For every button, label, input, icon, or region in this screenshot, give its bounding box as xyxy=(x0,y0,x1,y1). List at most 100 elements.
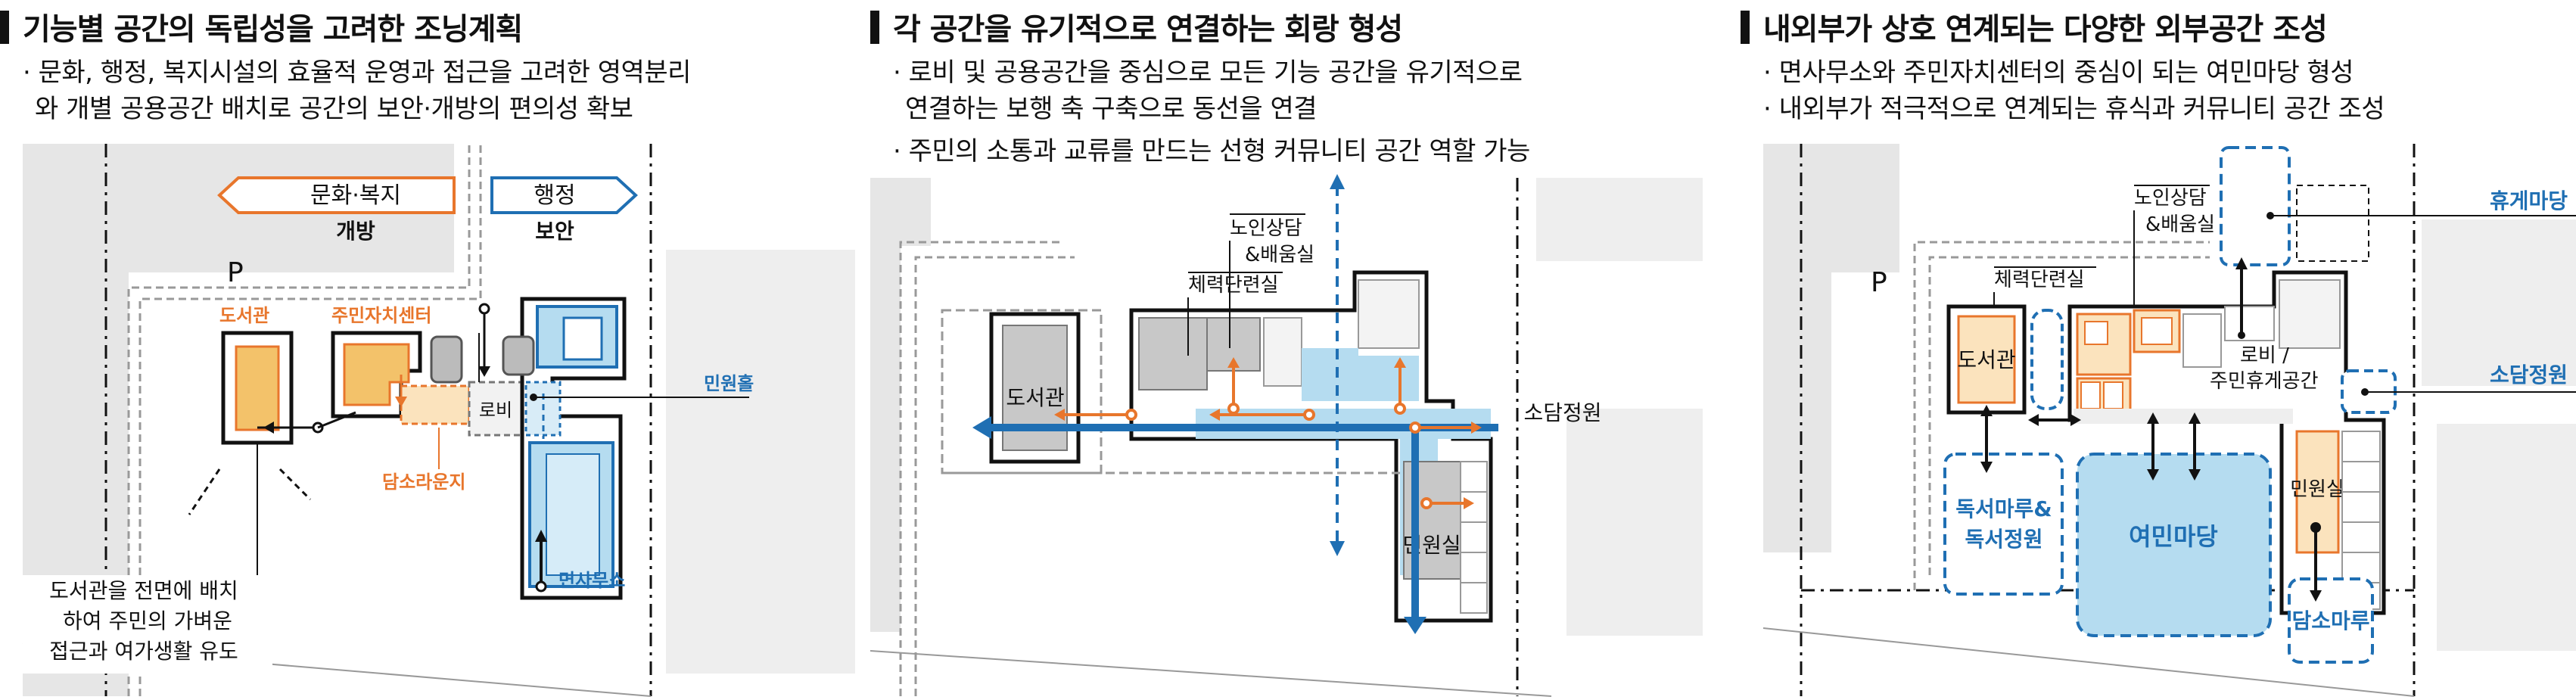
open-zone-sublabel: 개방 xyxy=(336,219,375,244)
arrow-head-icon xyxy=(395,397,407,407)
connection-arrows xyxy=(1980,257,2322,602)
road-line xyxy=(870,650,1552,697)
zoning-diagram: 문화·복지 개방 행정 보안 P 도서관 주민자치센터 로비 담소라운지 xyxy=(22,144,855,697)
panel-desc-line: 연결하는 보행 축 구축으로 동선을 연결 xyxy=(905,94,1318,124)
civil-room-label: 민원실 xyxy=(2290,478,2344,501)
lobby-label: 주민휴게공간 xyxy=(2210,370,2319,393)
room xyxy=(2080,381,2101,409)
leader-dot xyxy=(530,394,537,401)
damso-label: 담소마루 xyxy=(2291,608,2369,633)
room xyxy=(2103,381,2123,409)
core-block xyxy=(430,335,463,384)
reading-garden-zone xyxy=(1943,453,2064,596)
room xyxy=(1358,279,1420,349)
room xyxy=(1263,317,1302,387)
arrow-head-icon xyxy=(263,422,274,434)
setback-line xyxy=(1928,256,2210,575)
panel-desc-line: · 내외부가 적극적으로 연계되는 휴식과 커뮤니티 공간 조성 xyxy=(1763,94,2385,124)
entry-point-icon xyxy=(535,580,547,593)
arrow-head-icon xyxy=(1330,174,1345,189)
office-label: 면사무소 xyxy=(558,570,625,591)
secure-zone-sublabel: 보안 xyxy=(535,219,574,244)
elderly-label: &배움실 xyxy=(2145,213,2215,236)
office-room xyxy=(546,453,600,576)
arrow-head-icon xyxy=(478,366,490,377)
fitness-label: 체력단련실 xyxy=(1188,274,1279,297)
outdoor-strip xyxy=(2030,309,2064,410)
office-room xyxy=(562,316,603,361)
road-area xyxy=(666,250,855,674)
secure-zone-tag xyxy=(490,176,638,214)
entry-point-icon xyxy=(478,303,490,315)
reading-label: 독서정원 xyxy=(1965,527,2042,552)
room xyxy=(2141,317,2173,345)
panel-desc-line: 와 개별 공용공간 배치로 공간의 보안·개방의 편의성 확보 xyxy=(35,94,633,124)
small-garden-label: 소담정원 xyxy=(2490,362,2568,387)
panel-outdoor: 내외부가 상호 연계되는 다양한 외부공간 조성 · 면사무소와 주민자치센터의… xyxy=(1741,0,2576,700)
room xyxy=(2084,321,2108,345)
room xyxy=(2279,279,2341,349)
panel-title: 각 공간을 유기적으로 연결하는 회랑 형성 xyxy=(893,12,1403,47)
yeomin-label: 여민마당 xyxy=(2129,522,2218,551)
panel-title: 내외부가 상호 연계되는 다양한 외부공간 조성 xyxy=(1763,12,2328,47)
road-area xyxy=(1536,178,1703,261)
note-line: 접근과 여가생활 유도 xyxy=(49,639,238,664)
setback-line xyxy=(914,256,1075,696)
corridor-zone xyxy=(2074,409,2293,424)
note-line: 하여 주민의 가벼운 xyxy=(63,608,232,633)
community-zone xyxy=(343,343,410,406)
fitness-label: 체력단련실 xyxy=(1994,269,2085,291)
room xyxy=(2182,313,2222,368)
corridor-diagram: 도서관 민원실 xyxy=(870,174,1703,697)
room xyxy=(2224,306,2275,341)
open-zone-tag xyxy=(217,176,456,214)
civil-hall-label: 민원홀 xyxy=(704,373,754,394)
arrow-head-icon xyxy=(972,416,991,439)
library-zone xyxy=(1957,315,2016,404)
lobby-label: 로비 xyxy=(479,400,512,421)
elderly-label: 노인상담 xyxy=(1230,217,1302,240)
title-marker xyxy=(0,11,9,44)
link-line xyxy=(317,411,356,429)
setback-line xyxy=(899,241,1059,696)
outdoor-diagram: P 도서관 민원실 로비 / 주민휴게공간 노인상담 &배움실 xyxy=(1762,144,2576,697)
panel-desc-line: · 주민의 소통과 교류를 만드는 선형 커뮤니티 공간 역할 가능 xyxy=(893,136,1530,166)
dashed-arrow xyxy=(188,468,221,515)
arrow-head-icon xyxy=(535,530,547,542)
yeomin-yard-zone xyxy=(2076,453,2272,637)
lobby-label: 로비 / xyxy=(2240,344,2289,367)
elderly-label: 노인상담 xyxy=(2134,187,2207,210)
library-label: 도서관 xyxy=(219,305,269,326)
orange-connection-arrows xyxy=(1054,357,1482,509)
lounge-label: 담소라운지 xyxy=(382,471,465,493)
panel-desc-line: · 로비 및 공용공간을 중심으로 모든 기능 공간을 유기적으로 xyxy=(893,58,1523,88)
damso-zone xyxy=(2288,577,2374,664)
title-marker xyxy=(870,11,879,44)
dashed-outline xyxy=(2296,185,2369,262)
setback-line xyxy=(1913,241,2210,590)
fitness-room xyxy=(1138,317,1208,390)
road-area xyxy=(2422,219,2576,386)
panel-title: 기능별 공간의 독립성을 고려한 조닝계획 xyxy=(23,12,523,47)
civil-room-label: 민원실 xyxy=(1402,533,1461,558)
room xyxy=(1460,461,1488,614)
panel-corridor: 각 공간을 유기적으로 연결하는 회랑 형성 · 로비 및 공용공간을 중심으로… xyxy=(870,0,1703,700)
site-gray-area xyxy=(1763,144,1899,272)
road-line xyxy=(1762,627,2415,697)
library-zone xyxy=(235,345,280,431)
road-area xyxy=(1566,409,1703,636)
rest-yard-zone xyxy=(2220,146,2291,266)
parking-label: P xyxy=(227,257,244,288)
library-label: 도서관 xyxy=(1006,385,1064,410)
secure-zone-label: 행정 xyxy=(534,182,575,209)
site-gray-area xyxy=(870,178,901,632)
site-gray-area xyxy=(870,178,931,246)
dashed-outline xyxy=(941,309,1103,474)
library-label: 도서관 xyxy=(1957,347,2015,372)
community-center-label: 주민자치센터 xyxy=(331,305,431,326)
panel-desc-line: · 면사무소와 주민자치센터의 중심이 되는 여민마당 형성 xyxy=(1763,58,2354,88)
lounge-zone xyxy=(400,384,471,425)
elderly-label: &배움실 xyxy=(1245,244,1314,266)
note-line: 도서관을 전면에 배치 xyxy=(49,578,238,603)
reading-label: 독서마루& xyxy=(1955,496,2052,521)
